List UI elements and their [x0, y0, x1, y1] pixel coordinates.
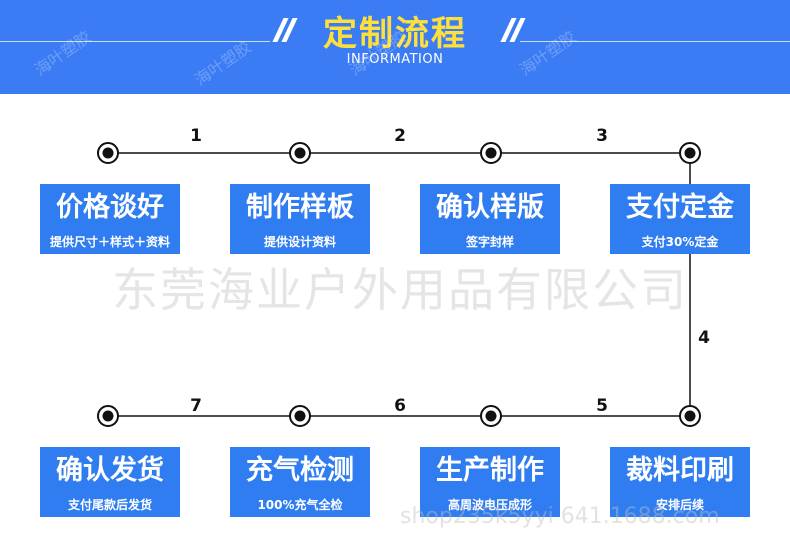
- page-subtitle: INFORMATION: [346, 52, 444, 67]
- page-title: 定制流程: [323, 14, 467, 54]
- step-title: 确认样版: [436, 192, 544, 223]
- step-title: 充气检测: [246, 455, 354, 486]
- flow-node: [480, 142, 502, 164]
- step-number: 1: [190, 126, 202, 146]
- step-number: 6: [394, 396, 406, 416]
- step-title: 支付定金: [626, 192, 734, 223]
- step-title: 裁料印刷: [626, 455, 734, 486]
- header-left-line: [0, 41, 270, 42]
- step-box: 支付定金 支付30%定金: [610, 184, 750, 254]
- step-detail: 高周波电压成形: [447, 498, 532, 512]
- step-title: 价格谈好: [56, 192, 164, 223]
- step-title: 制作样板: [246, 192, 354, 223]
- step-detail: 提供尺寸＋样式＋资料: [49, 235, 170, 249]
- company-watermark: 东莞海业户外用品有限公司: [112, 263, 688, 317]
- step-box: 价格谈好 提供尺寸＋样式＋资料: [40, 184, 180, 254]
- step-title: 确认发货: [56, 455, 164, 486]
- flow-node: [480, 405, 502, 427]
- step-number: 5: [596, 396, 608, 416]
- flow-node: [289, 142, 311, 164]
- step-box: 裁料印刷 安排后续: [610, 447, 750, 517]
- step-box: 确认样版 签字封样: [420, 184, 560, 254]
- flow-node: [679, 142, 701, 164]
- step-detail: 支付尾款后发货: [67, 498, 152, 512]
- step-box: 生产制作 高周波电压成形: [420, 447, 560, 517]
- url-watermark: shop235k5yyi 641.1688.com: [400, 504, 720, 529]
- step-number: 3: [596, 126, 608, 146]
- step-detail: 100%充气全检: [257, 498, 343, 512]
- flow-node: [97, 142, 119, 164]
- step-number: 4: [698, 328, 710, 348]
- step-detail: 安排后续: [655, 498, 704, 512]
- step-detail: 提供设计资料: [263, 235, 336, 249]
- step-number: 2: [394, 126, 406, 146]
- step-title: 生产制作: [436, 455, 544, 486]
- header-banner: 定制流程 INFORMATION 海叶塑胶 海叶塑胶 海叶塑胶 海叶塑胶: [0, 0, 790, 94]
- header-right-line: [520, 41, 790, 42]
- step-box: 充气检测 100%充气全检: [230, 447, 370, 517]
- flow-node: [97, 405, 119, 427]
- node-markers: [97, 142, 701, 427]
- flow-node: [289, 405, 311, 427]
- step-box: 制作样板 提供设计资料: [230, 184, 370, 254]
- step-number: 7: [190, 396, 202, 416]
- step-detail: 支付30%定金: [641, 235, 719, 249]
- flow-node: [679, 405, 701, 427]
- step-detail: 签字封样: [465, 235, 514, 249]
- step-box: 确认发货 支付尾款后发货: [40, 447, 180, 517]
